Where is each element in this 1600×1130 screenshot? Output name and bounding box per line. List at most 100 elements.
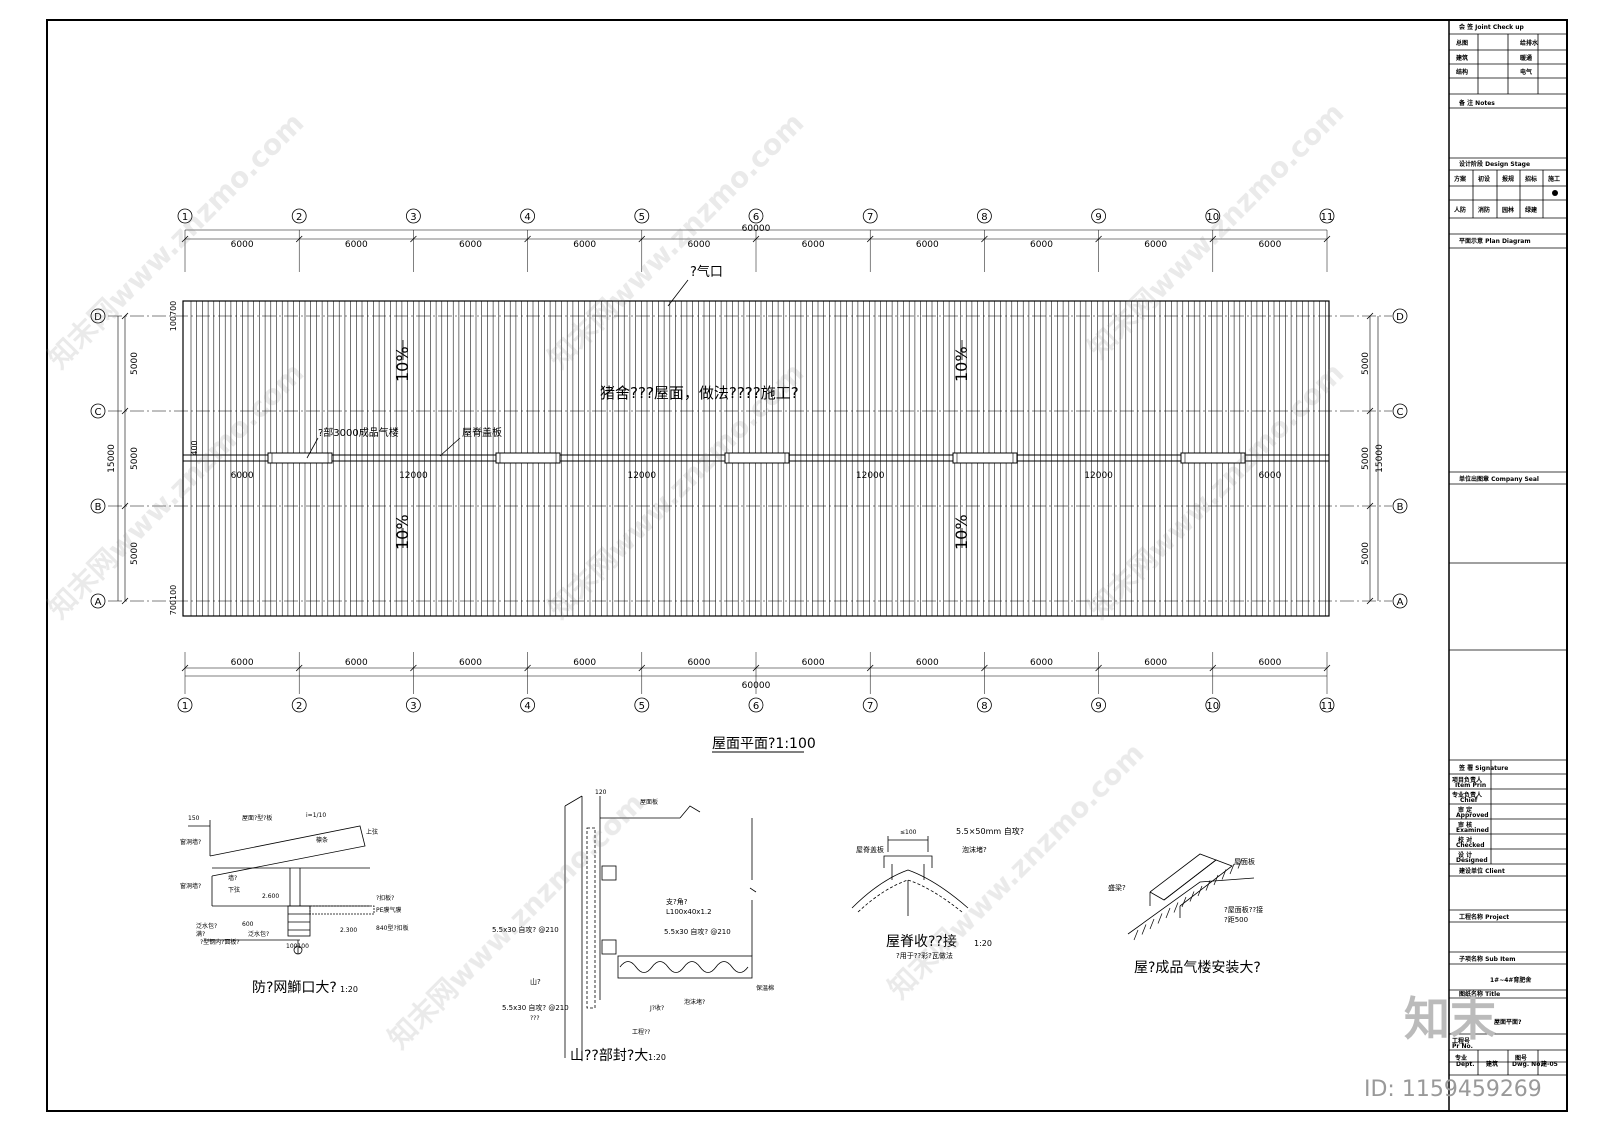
roof-outline	[182, 300, 1330, 617]
axis-bubble-letter	[1392, 308, 1408, 324]
dim-side-label: 5000	[1361, 352, 1371, 375]
dim-bay-label: 6000	[345, 658, 368, 668]
watermark-text: 知末网www.znzmo.com	[1082, 96, 1351, 365]
axis-bubble-number-label: 4	[524, 701, 530, 712]
watermark-text: 知末网www.znzmo.com	[42, 356, 311, 625]
d1-label-buckle: ?扣板?	[376, 894, 394, 902]
vent-purlin-hatch	[1205, 880, 1211, 891]
tb-stage-2: 初设	[1478, 175, 1490, 183]
vent-purlin-hatch	[1197, 885, 1203, 897]
axis-bubble-letter-label: C	[95, 407, 102, 418]
detail-4-title: 屋?成品气楼安装大?	[1134, 960, 1261, 976]
detail-gable	[564, 795, 757, 1058]
tb-company-seal: 单位出图章 Company Seal	[1459, 475, 1539, 483]
tb-dwg-no-value: 建-05	[1541, 1060, 1558, 1068]
axis-bubble-number	[634, 697, 650, 713]
axis-bubble-letter-label: C	[1397, 407, 1404, 418]
vent-purlin-hatch	[1181, 896, 1187, 908]
slope-label-2: 10%	[952, 346, 971, 382]
dim-edge-bottom: 700100	[169, 585, 178, 616]
vent-purlin-hatch	[1133, 929, 1139, 941]
axis-bubble-number-label: 11	[1321, 212, 1334, 223]
tb-notes: 备 注 Notes	[1458, 99, 1495, 107]
axis-bubble-number-label: 6	[753, 212, 759, 223]
tb-sign-3-en: Approved	[1456, 812, 1489, 819]
vent-leader	[667, 279, 689, 307]
d1-label-panel: 屋面?型?板	[242, 814, 272, 822]
detail-3-title: 屋脊收??接	[886, 933, 957, 950]
tb-stage-4: 招标	[1525, 175, 1537, 183]
axis-bubble-number	[634, 208, 650, 224]
dim-bay-label: 6000	[1144, 658, 1167, 668]
axis-bubble-number-label: 6	[753, 701, 759, 712]
dim-ridge-spacing: 12000	[1084, 471, 1113, 481]
dim-bay-label: 6000	[573, 658, 596, 668]
d1-dim-150: 150	[188, 815, 200, 822]
tb-client: 建设单位 Client	[1459, 867, 1505, 875]
d4-label-joint: ?屋面板??接	[1224, 905, 1263, 914]
axis-bubble-letter-label: D	[1396, 312, 1404, 323]
dim-tick	[181, 235, 189, 243]
dim-tick	[866, 664, 874, 672]
d2-label-pipe: ???	[530, 1015, 540, 1022]
slope-label-1: 10%	[393, 346, 412, 382]
dim-tick	[752, 664, 760, 672]
dim-tick	[121, 502, 129, 510]
axis-bubble-number-label: 4	[524, 212, 530, 223]
dim-ridge-spacing: 6000	[1258, 471, 1281, 481]
tb-dept: 专业	[1455, 1054, 1467, 1062]
axis-bubble-number-label: 1	[182, 701, 188, 712]
tb-sign-4-en: Examined	[1456, 827, 1489, 834]
ridge-plate-note: 屋脊盖板	[462, 426, 502, 439]
tb-jc-1-1: 总图	[1456, 39, 1468, 47]
tb-job-no-en: Pr No.	[1452, 1043, 1473, 1050]
axis-bubble-number-label: 10	[1206, 212, 1219, 223]
d4-label-roof: 屋面板	[1234, 857, 1255, 866]
dim-tick	[524, 235, 531, 243]
dim-bay-label: 6000	[1144, 240, 1167, 250]
d1-label-window: 窗洞墙?	[180, 838, 201, 846]
d1-label-fill: 满?	[196, 930, 205, 938]
tb-sign-5: 校 对	[1458, 836, 1472, 844]
tb-signature: 签 署 Signature	[1458, 764, 1508, 772]
dim-tick	[121, 597, 129, 605]
axis-bubble-number-label: 9	[1095, 212, 1101, 223]
axis-bubble-number	[177, 208, 193, 224]
plan-title: 屋面平面?1:100	[712, 736, 816, 752]
axis-bubble-number	[748, 697, 764, 713]
dim-bay-label: 6000	[916, 240, 939, 250]
tb-stage-9: 绿建	[1525, 206, 1538, 214]
tb-joint-check: 会 签 Joint Check up	[1459, 23, 1524, 31]
dim-bay-label: 6000	[916, 658, 939, 668]
axis-bubble-number	[291, 208, 307, 224]
dim-bay-label: 6000	[231, 240, 254, 250]
dim-tick	[981, 664, 988, 672]
axis-bubble-letter-label: D	[94, 312, 102, 323]
watermark-id: ID: 1159459269	[1364, 1077, 1542, 1102]
d2-label-roof: 屋面板	[640, 798, 658, 806]
d1-dim-2600: 2.600	[262, 893, 279, 900]
tb-drawing-title-value: 屋面平面?	[1494, 1018, 1522, 1026]
dim-tick	[295, 235, 303, 243]
detail-1-title: 防?网鰤口大?	[252, 980, 337, 996]
d1-dim-600: 600	[242, 921, 254, 928]
dim-bay-label: 6000	[459, 658, 482, 668]
d1-label-slope: i=1/10	[306, 812, 326, 819]
dim-total-label: 60000	[742, 681, 771, 691]
axis-bubble-letter	[1392, 593, 1408, 609]
slope-label-3: 10%	[393, 514, 412, 550]
tb-dept-en: Dept.	[1456, 1061, 1475, 1068]
tb-jc-1-2: 给排水	[1520, 39, 1539, 47]
tb-plan-diagram: 平面示意 Plan Diagram	[1459, 237, 1531, 245]
dim-side-total-label: 15000	[107, 444, 117, 473]
dim-bay-label: 6000	[1030, 240, 1053, 250]
dim-tick	[410, 235, 417, 243]
axis-bubble-number	[862, 697, 878, 713]
d1-dim-100100: 100100	[286, 943, 309, 950]
ridge-vent	[495, 452, 561, 464]
vent-purlin-hatch	[1213, 874, 1219, 886]
dim-side-label: 5000	[1361, 447, 1371, 470]
d1-label-flashing-2: 泛水包?	[248, 930, 269, 938]
tb-sub-item-value: 1#~4#育肥舍	[1490, 976, 1532, 984]
axis-bubble-number-label: 10	[1206, 701, 1219, 712]
